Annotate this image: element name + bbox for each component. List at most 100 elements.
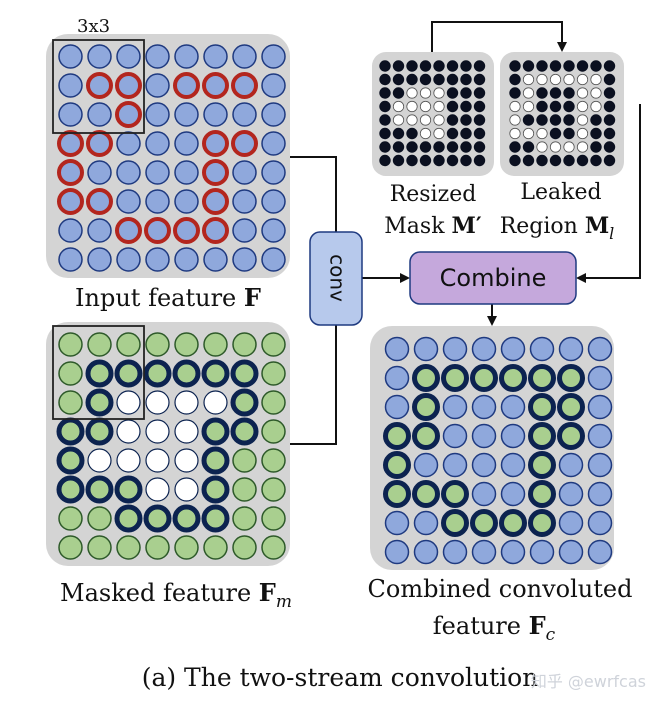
feature-cell-green xyxy=(203,332,228,357)
mask-cell-black xyxy=(419,60,432,72)
feature-cell-red-ring xyxy=(86,188,113,215)
feature-cell-red-ring xyxy=(202,72,229,99)
mask-cell-black xyxy=(590,114,602,126)
feature-cell-blue xyxy=(471,394,497,420)
feature-cell-blue xyxy=(471,452,497,478)
feature-cell-red-ring xyxy=(57,130,84,157)
feature-cell-blue xyxy=(58,73,83,98)
mask-cell-white xyxy=(433,87,445,99)
feature-cell-blue xyxy=(413,510,439,536)
mask-cell-black xyxy=(603,60,616,72)
mask-cell-white xyxy=(419,87,432,99)
mask-cell-white xyxy=(536,127,548,140)
feature-cell-blue xyxy=(529,336,555,362)
arrow-mask-to-leaked xyxy=(431,21,567,52)
feature-cell-blue xyxy=(261,102,286,127)
feature-cell-green xyxy=(58,390,83,415)
mask-cell-black xyxy=(563,60,575,72)
feature-cell-navy-ring xyxy=(201,417,230,446)
mask-cell-black xyxy=(392,73,405,86)
feature-cell-blue xyxy=(413,539,439,565)
mask-cell-black xyxy=(473,154,486,167)
feature-cell-green xyxy=(145,332,170,357)
feature-cell-blue xyxy=(413,336,439,362)
mask-cell-white xyxy=(576,73,589,86)
mask-cell-black xyxy=(446,100,459,113)
feature-cell-blue xyxy=(145,102,170,127)
mask-cell-black xyxy=(509,154,521,167)
feature-cell-blue xyxy=(116,189,141,214)
feature-cell-blue xyxy=(558,336,584,362)
feature-cell-red-ring xyxy=(115,101,142,128)
mask-cell-white xyxy=(576,87,589,99)
feature-cell-navy-ring xyxy=(143,359,172,388)
mask-cell-white xyxy=(116,448,141,473)
feature-cell-blue xyxy=(413,452,439,478)
mask-cell-black xyxy=(392,141,405,153)
feature-cell-green-ring xyxy=(412,364,440,392)
mask-cell-white xyxy=(522,87,535,99)
mask-cell-black xyxy=(576,154,589,167)
feature-cell-blue xyxy=(174,131,199,156)
mask-cell-black xyxy=(379,87,391,99)
feature-cell-navy-ring xyxy=(114,504,143,533)
mask-cell-white xyxy=(406,114,418,126)
feature-cell-green-ring xyxy=(441,509,469,537)
mask-cell-white xyxy=(590,73,602,86)
feature-cell-blue xyxy=(587,452,613,478)
mask-cell-black xyxy=(379,114,391,126)
feature-cell-green-ring xyxy=(528,451,556,479)
mask-cell-white xyxy=(509,100,521,113)
mask-cell-white xyxy=(509,127,521,140)
feature-cell-green-ring xyxy=(383,451,411,479)
feature-cell-red-ring xyxy=(173,217,200,244)
feature-cell-green xyxy=(261,361,286,386)
leaked-region-label-line1: Leaked xyxy=(520,180,601,205)
feature-cell-blue xyxy=(232,160,257,185)
mask-cell-black xyxy=(446,127,459,140)
mask-cell-black xyxy=(379,154,391,167)
feature-cell-blue xyxy=(261,218,286,243)
feature-cell-green xyxy=(232,332,257,357)
feature-cell-blue xyxy=(558,452,584,478)
feature-cell-navy-ring xyxy=(114,475,143,504)
mask-cell-black xyxy=(536,114,548,126)
feature-cell-blue xyxy=(174,102,199,127)
mask-cell-black xyxy=(509,87,521,99)
feature-cell-green xyxy=(174,332,199,357)
feature-cell-green xyxy=(87,506,112,531)
mask-cell-black xyxy=(460,154,472,167)
feature-cell-blue xyxy=(442,394,468,420)
feature-cell-red-ring xyxy=(57,188,84,215)
feature-cell-green xyxy=(232,506,257,531)
feature-cell-blue xyxy=(587,539,613,565)
feature-cell-blue xyxy=(174,160,199,185)
feature-cell-blue xyxy=(587,510,613,536)
resized-mask-label-line2: Mask M′ xyxy=(384,213,482,239)
feature-cell-blue xyxy=(174,247,199,272)
feature-cell-red-ring xyxy=(144,217,171,244)
mask-cell-white xyxy=(419,127,432,140)
feature-cell-blue xyxy=(58,102,83,127)
feature-cell-blue xyxy=(87,160,112,185)
feature-cell-green xyxy=(261,419,286,444)
mask-cell-black xyxy=(446,154,459,167)
feature-cell-green xyxy=(232,535,257,560)
mask-cell-black xyxy=(576,60,589,72)
mask-cell-black xyxy=(563,127,575,140)
feature-cell-green xyxy=(58,506,83,531)
feature-cell-green xyxy=(261,506,286,531)
mask-cell-black xyxy=(509,73,521,86)
feature-cell-blue xyxy=(384,365,410,391)
feature-cell-blue xyxy=(145,247,170,272)
feature-cell-red-ring xyxy=(57,159,84,186)
mask-cell-white xyxy=(392,114,405,126)
mask-cell-black xyxy=(473,114,486,126)
feature-cell-green xyxy=(116,332,141,357)
mask-cell-white xyxy=(549,141,562,153)
mask-cell-white xyxy=(145,419,170,444)
feature-cell-blue xyxy=(471,481,497,507)
feature-cell-red-ring xyxy=(86,130,113,157)
feature-cell-navy-ring xyxy=(114,359,143,388)
mask-cell-black xyxy=(603,127,616,140)
